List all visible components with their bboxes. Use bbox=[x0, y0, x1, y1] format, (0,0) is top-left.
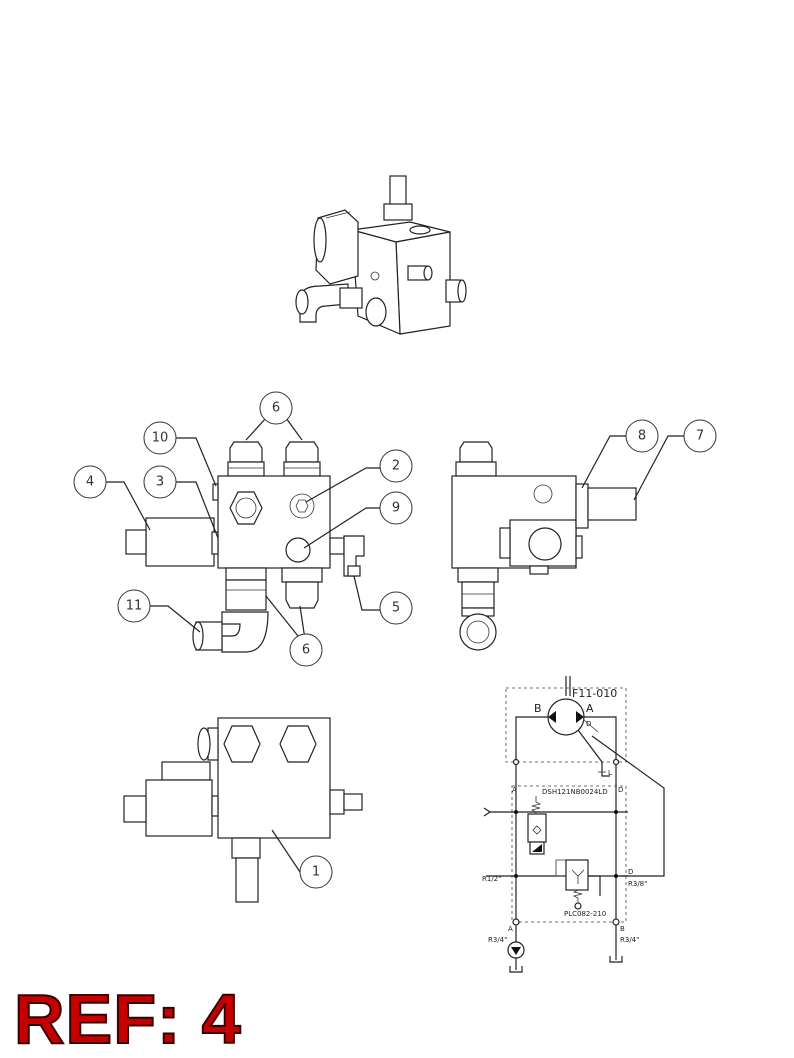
svg-text:R3/4": R3/4" bbox=[488, 936, 507, 944]
leader-lines bbox=[105, 417, 686, 873]
callout-6-top: 6 bbox=[259, 391, 293, 425]
callout-1: 1 bbox=[299, 855, 333, 889]
svg-text:3: 3 bbox=[156, 475, 164, 490]
svg-text:L: L bbox=[608, 769, 612, 777]
svg-text:DSH121NB0024LD: DSH121NB0024LD bbox=[542, 788, 608, 796]
svg-text:A: A bbox=[508, 925, 513, 933]
svg-text:R1/2": R1/2" bbox=[482, 875, 501, 883]
svg-text:5: 5 bbox=[392, 601, 400, 616]
callout-6-bottom: 6 bbox=[289, 633, 323, 667]
svg-text:D: D bbox=[628, 868, 633, 876]
front-view bbox=[125, 441, 365, 653]
callout-8: 8 bbox=[625, 419, 659, 453]
svg-text:PLC082-210: PLC082-210 bbox=[564, 910, 606, 918]
svg-text:B: B bbox=[534, 702, 542, 715]
svg-text:R3/4": R3/4" bbox=[620, 936, 639, 944]
svg-text:R3/8": R3/8" bbox=[628, 880, 647, 888]
bottom-view bbox=[123, 717, 363, 903]
callout-bubbles: 6 10 2 4 3 9 11 5 6 8 7 1 bbox=[73, 391, 717, 889]
hydraulic-schematic: F11-010 B A D L A D DSH121NB0024LD bbox=[482, 676, 665, 973]
svg-text:D: D bbox=[618, 786, 623, 794]
side-view bbox=[451, 441, 637, 651]
callout-2: 2 bbox=[379, 449, 413, 483]
svg-text:2: 2 bbox=[392, 459, 400, 474]
callout-7: 7 bbox=[683, 419, 717, 453]
callout-9: 9 bbox=[379, 491, 413, 525]
isometric-view bbox=[295, 175, 467, 335]
svg-text:9: 9 bbox=[392, 501, 400, 516]
svg-text:6: 6 bbox=[272, 401, 280, 416]
ref-label: REF: 4 bbox=[13, 980, 242, 1058]
svg-text:F11-010: F11-010 bbox=[572, 687, 617, 700]
svg-text:A: A bbox=[512, 786, 517, 794]
svg-text:1: 1 bbox=[312, 865, 320, 880]
svg-text:4: 4 bbox=[86, 475, 94, 490]
svg-text:11: 11 bbox=[126, 599, 143, 614]
svg-text:7: 7 bbox=[696, 429, 704, 444]
svg-text:10: 10 bbox=[152, 431, 169, 446]
callout-11: 11 bbox=[117, 589, 151, 623]
svg-text:6: 6 bbox=[302, 643, 310, 658]
callout-5: 5 bbox=[379, 591, 413, 625]
callout-3: 3 bbox=[143, 465, 177, 499]
callout-10: 10 bbox=[143, 421, 177, 455]
callout-4: 4 bbox=[73, 465, 107, 499]
svg-text:B: B bbox=[620, 925, 625, 933]
svg-text:8: 8 bbox=[638, 429, 646, 444]
svg-text:A: A bbox=[586, 702, 594, 715]
